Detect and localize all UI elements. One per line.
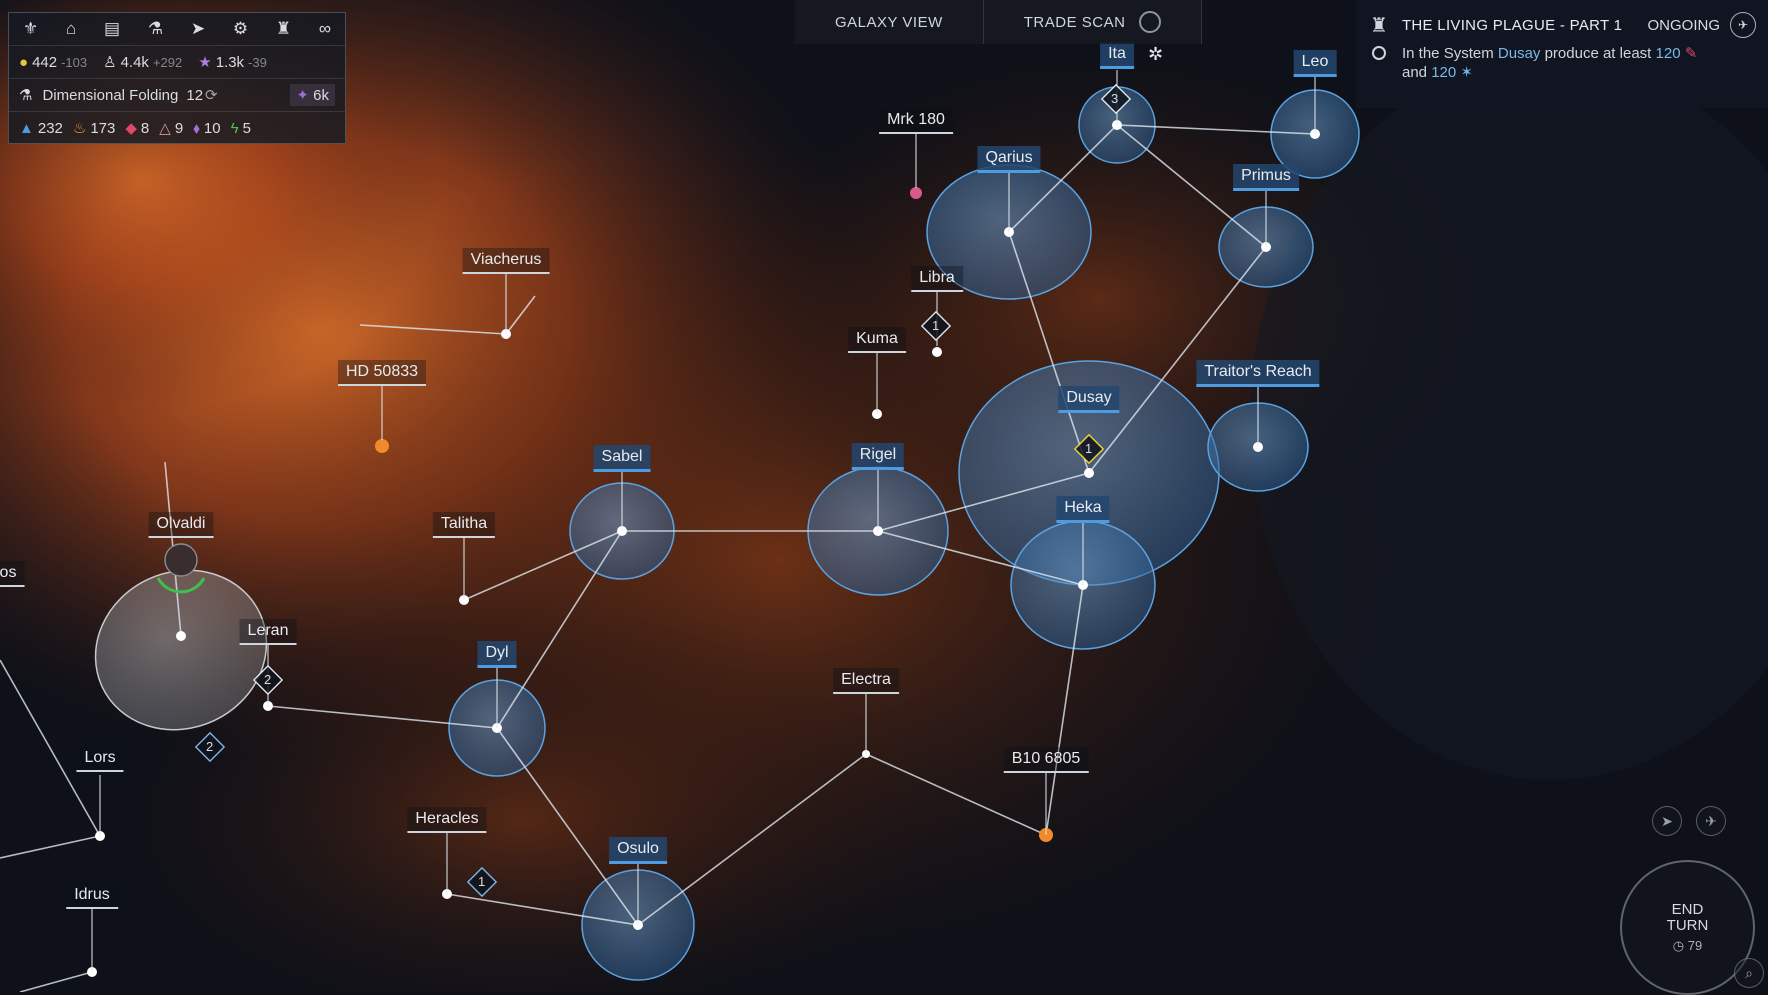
system-label-viacherus[interactable]: Viacherus — [462, 248, 550, 274]
tab-trade-scan[interactable]: TRADE SCAN — [983, 0, 1203, 44]
quest-trophy-icon: ♜ — [1370, 14, 1388, 37]
research-name: Dimensional Folding — [42, 86, 179, 104]
resource-mineral[interactable]: △9 — [159, 119, 184, 138]
system-label-dyl[interactable]: Dyl — [477, 641, 517, 668]
gear-cog-icon[interactable]: ⚙ — [232, 19, 249, 38]
system-label-edge[interactable]: os — [0, 561, 25, 587]
influence-resource[interactable]: ★ 1.3k -39 — [198, 53, 267, 72]
empire-status-panel: ⚜ ⌂ ▤ ⚗ ➤ ⚙ ♜ ∞ ● 442 -103 ♙ 4.4k +292 ★… — [8, 12, 346, 144]
system-label-talitha[interactable]: Talitha — [432, 512, 496, 538]
label-stems — [91, 70, 1316, 972]
books-icon[interactable]: ▤ — [104, 19, 121, 38]
zoom-icon[interactable]: ⌕ — [1734, 958, 1764, 988]
system-label-primus[interactable]: Primus — [1233, 164, 1299, 191]
quest-title: THE LIVING PLAGUE - PART 1 — [1401, 16, 1623, 34]
trophy-icon[interactable]: ♜ — [275, 19, 292, 38]
dust-coin-icon: ● — [19, 53, 29, 71]
turn-clock-icon: ⟳ — [205, 87, 218, 104]
system-label-rigel[interactable]: Rigel — [851, 443, 905, 470]
economy-row: ● 442 -103 ♙ 4.4k +292 ★ 1.3k -39 — [9, 46, 345, 79]
system-label-ita[interactable]: Ita — [1100, 42, 1134, 69]
red-ore-icon: ✎ — [1684, 45, 1698, 62]
fire-icon: ♨ — [72, 120, 87, 137]
research-flask-icon: ⚗ — [19, 87, 33, 104]
quest-tracker[interactable]: ♜ THE LIVING PLAGUE - PART 1 ONGOING ✈ I… — [1356, 0, 1768, 108]
research-cost-icon: ✦ — [296, 87, 309, 104]
diplomacy-handshake-icon[interactable]: ∞ — [318, 19, 331, 38]
turn-clock-icon: ◷ — [1672, 937, 1685, 953]
system-label-leo[interactable]: Leo — [1293, 50, 1337, 77]
system-label-idrus[interactable]: Idrus — [66, 883, 118, 909]
research-turns: 12 — [186, 86, 204, 104]
resource-violet[interactable]: ⬧10 — [193, 119, 221, 137]
fleet-count-heracles: 1 — [478, 874, 486, 889]
system-label-traitors-reach[interactable]: Traitor's Reach — [1196, 360, 1320, 387]
fleet-cycle-icon[interactable]: ➤ — [1652, 806, 1682, 836]
fleet-markers[interactable] — [156, 83, 1132, 898]
system-label-sabel[interactable]: Sabel — [593, 445, 651, 472]
fleet-count-libra: 1 — [932, 318, 940, 333]
quest-objective: In the System Dusay produce at least 120… — [1356, 38, 1768, 82]
empire-toolbar: ⚜ ⌂ ▤ ⚗ ➤ ⚙ ♜ ∞ — [9, 13, 345, 46]
government-icon[interactable]: ⌂ — [66, 19, 77, 38]
population-icon: ♙ — [103, 54, 117, 71]
fleet-count-dusay: 1 — [1085, 441, 1093, 456]
turn-counter: ◷ 79 — [1672, 937, 1703, 953]
objective-bullet-icon — [1372, 46, 1386, 60]
quest-pin-icon[interactable]: ✈ — [1730, 12, 1756, 38]
mineral-icon: △ — [159, 120, 171, 137]
system-label-heracles[interactable]: Heracles — [407, 807, 487, 833]
fleet-ship-icon[interactable]: ➤ — [190, 19, 206, 38]
system-label-qarius[interactable]: Qarius — [977, 146, 1041, 173]
star-lanes — [0, 124, 1316, 992]
fleet-count-lower: 2 — [206, 739, 214, 754]
resource-blue[interactable]: ▲232 — [19, 119, 63, 137]
system-label-electra[interactable]: Electra — [833, 668, 899, 694]
influence-star-icon: ★ — [198, 54, 212, 71]
dust-resource[interactable]: ● 442 -103 — [19, 53, 88, 71]
end-turn-label: END TURN — [1666, 900, 1709, 934]
system-label-heka[interactable]: Heka — [1056, 496, 1110, 523]
quest-status: ONGOING — [1647, 16, 1720, 34]
fleet-count-leran: 2 — [264, 672, 272, 687]
blue-drop-icon: ▲ — [19, 119, 34, 137]
system-label-dusay[interactable]: Dusay — [1058, 386, 1120, 413]
science-flask-icon[interactable]: ⚗ — [147, 19, 164, 38]
system-label-osulo[interactable]: Osulo — [609, 837, 667, 864]
end-turn-button[interactable]: END TURN ◷ 79 — [1620, 860, 1755, 995]
system-label-olvaldi[interactable]: Olvaldi — [148, 512, 214, 538]
system-label-lors[interactable]: Lors — [76, 746, 124, 772]
system-label-hd50833[interactable]: HD 50833 — [337, 360, 427, 386]
system-label-libra[interactable]: Libra — [911, 266, 963, 292]
fleet-count-ita: 3 — [1111, 91, 1119, 106]
research-cost: ✦ 6k — [290, 84, 335, 106]
system-label-mrk180[interactable]: Mrk 180 — [879, 108, 953, 134]
laurel-icon[interactable]: ⚜ — [23, 19, 39, 38]
resource-red[interactable]: ◆8 — [125, 119, 150, 138]
resource-fire[interactable]: ♨173 — [72, 119, 116, 138]
blue-crystal-icon: ✶ — [1460, 64, 1473, 81]
view-tabs: GALAXY VIEW TRADE SCAN — [795, 0, 1203, 44]
system-label-b106805[interactable]: B10 6805 — [1003, 747, 1089, 773]
fleet-alert-icon[interactable]: ✈ — [1696, 806, 1726, 836]
system-label-kuma[interactable]: Kuma — [848, 327, 906, 353]
system-zones — [94, 86, 1360, 981]
trade-scan-icon — [1139, 11, 1162, 33]
violet-crystal-icon: ⬧ — [193, 119, 200, 137]
red-ore-icon: ◆ — [125, 120, 137, 137]
green-bolt-icon: ϟ — [230, 119, 239, 137]
population-resource[interactable]: ♙ 4.4k +292 — [103, 53, 183, 72]
tab-galaxy-view[interactable]: GALAXY VIEW — [795, 0, 984, 44]
system-label-leran[interactable]: Leran — [239, 619, 297, 645]
construction-icon: ✲ — [1148, 44, 1164, 64]
research-row[interactable]: ⚗ Dimensional Folding 12 ⟳ ✦ 6k — [9, 79, 345, 112]
